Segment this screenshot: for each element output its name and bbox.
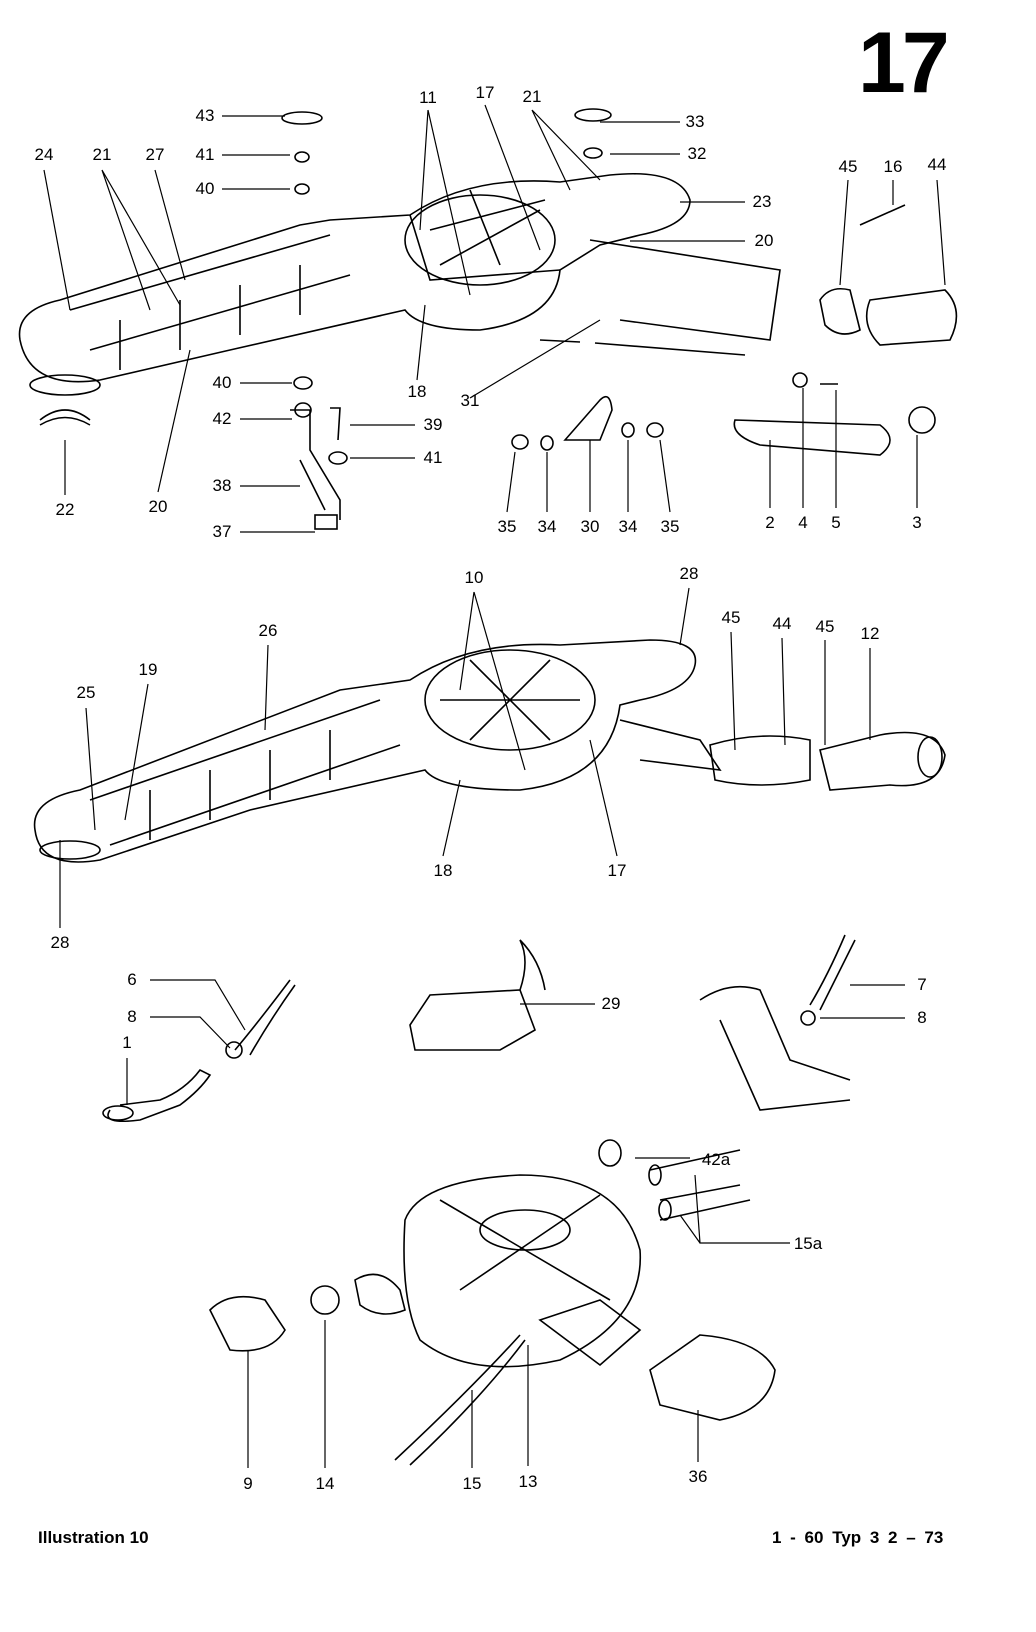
- leader-lines: [43, 104, 946, 1468]
- part-callout: 18: [433, 861, 453, 880]
- part-callout: 8: [127, 1007, 137, 1026]
- part-callout: 45: [815, 617, 835, 636]
- part-callout: 13: [518, 1472, 538, 1491]
- part-callout: 11: [419, 88, 437, 107]
- part-callout: 4: [798, 513, 808, 532]
- part-callout: 35: [660, 517, 680, 536]
- part-callout: 22: [55, 500, 75, 519]
- part-callout: 44: [927, 155, 947, 174]
- part-callout: 30: [580, 517, 600, 536]
- part-callout: 23: [752, 192, 772, 211]
- part-callout: 8: [917, 1008, 927, 1027]
- air-cleaner-assembly-top: [18, 108, 958, 530]
- part-callout: 9: [243, 1474, 253, 1493]
- part-callout: 27: [145, 145, 165, 164]
- part-callout: 19: [138, 660, 158, 679]
- part-callout: 1: [122, 1033, 132, 1052]
- part-callout: 5: [831, 513, 841, 532]
- part-callout: 25: [76, 683, 96, 702]
- part-callout: 12: [860, 624, 880, 643]
- part-callout: 17: [607, 861, 627, 880]
- part-callout: 38: [212, 476, 232, 495]
- part-callout: 36: [688, 1467, 708, 1486]
- part-callout: 24: [34, 145, 54, 164]
- part-callout: 26: [258, 621, 278, 640]
- part-callout: 40: [212, 373, 232, 392]
- part-callout: 44: [772, 614, 792, 633]
- part-callout: 15a: [793, 1234, 823, 1253]
- part-callout: 45: [838, 157, 858, 176]
- part-callout: 20: [148, 497, 168, 516]
- part-callout: 42: [212, 409, 232, 428]
- model-reference: 1 - 60 Typ 3 2 – 73: [772, 1528, 944, 1547]
- part-callout: 3: [912, 513, 922, 532]
- part-callout: 42a: [701, 1150, 731, 1169]
- part-callout: 45: [721, 608, 741, 627]
- part-callout: 41: [423, 448, 443, 467]
- part-callout: 40: [195, 179, 215, 198]
- part-callout: 2: [765, 513, 775, 532]
- part-callout: 21: [522, 87, 542, 106]
- part-callout: 14: [315, 1474, 335, 1493]
- part-callout: 39: [423, 415, 443, 434]
- part-callout: 15: [462, 1474, 482, 1493]
- part-callout: 34: [537, 517, 557, 536]
- part-callout: 20: [754, 231, 774, 250]
- part-callout: 28: [679, 564, 699, 583]
- part-callout: 6: [127, 970, 137, 989]
- part-callout: 33: [685, 112, 705, 131]
- illustration-caption: Illustration 10: [38, 1528, 149, 1547]
- part-callout: 16: [883, 157, 903, 176]
- part-callout: 41: [195, 145, 215, 164]
- part-callout: 10: [464, 568, 484, 587]
- part-callout: 37: [212, 522, 232, 541]
- part-callout: 31: [460, 391, 480, 410]
- part-callout: 17: [475, 83, 495, 102]
- page-number: 17: [858, 15, 950, 111]
- part-callout: 21: [92, 145, 112, 164]
- part-callout: 35: [497, 517, 517, 536]
- part-callout: 28: [50, 933, 70, 952]
- part-callout: 7: [917, 975, 927, 994]
- air-cleaner-assembly-middle: [33, 639, 946, 863]
- part-callout: 32: [687, 144, 707, 163]
- part-callout: 18: [407, 382, 427, 401]
- part-callout: 29: [601, 994, 621, 1013]
- part-callout: 43: [195, 106, 215, 125]
- part-callout: 34: [618, 517, 638, 536]
- detail-parts-lower: [102, 934, 856, 1466]
